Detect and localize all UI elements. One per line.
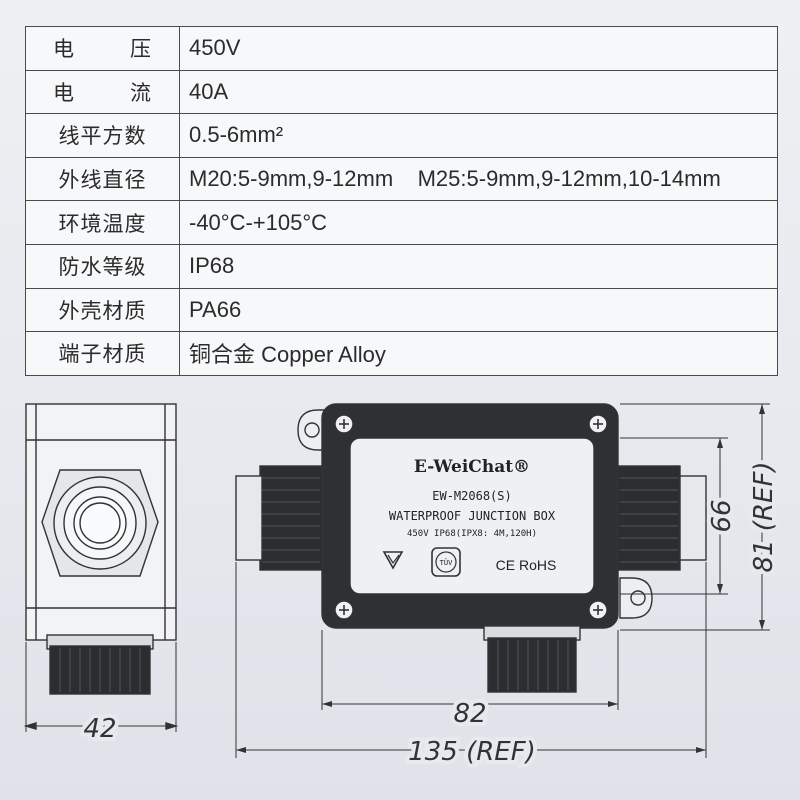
spec-value: 450V (179, 26, 778, 71)
spec-value: PA66 (179, 287, 778, 333)
tuv-mark: TÜV (440, 558, 453, 567)
spec-label-spread: 电流 (26, 77, 179, 107)
spec-label: 电压 (25, 26, 180, 71)
spec-value: IP68 (179, 243, 778, 289)
model-label: EW-M2068(S) (432, 489, 511, 503)
spec-value: -40°C-+105°C (179, 200, 778, 245)
spec-value: 40A (179, 69, 778, 115)
dim-side-width: 42 (83, 714, 116, 744)
spec-label: 防水等级 (25, 243, 180, 289)
product-label: WATERPROOF JUNCTION BOX (389, 509, 556, 523)
spec-label-char: 流 (130, 80, 152, 105)
spec-value: 铜合金 Copper Alloy (179, 331, 778, 376)
ce-rohs-mark: CE RoHS (496, 557, 557, 573)
dim-total-width: 135 (REF) (408, 737, 536, 767)
front-view (235, 403, 707, 693)
dim-inner-width: 82 (453, 699, 486, 729)
spec-label: 电流 (25, 69, 180, 115)
spec-label: 环境温度 (25, 200, 180, 245)
dim-total-height: 81 (REF) (749, 461, 779, 572)
spec-row: 环境温度-40°C-+105°C (25, 200, 778, 245)
spec-label-char: 电 (53, 37, 75, 62)
side-view (23, 403, 179, 732)
brand-label: E-WeiChat® (414, 457, 530, 477)
rating-label: 450V IP68(IPX8: 4M,120H) (407, 529, 537, 539)
dim-inner-height: 66 (707, 499, 737, 532)
spec-label: 端子材质 (25, 331, 180, 376)
technical-drawing: 42 (23, 403, 783, 771)
spec-row: 端子材质铜合金 Copper Alloy (25, 331, 778, 376)
spec-label-char: 电 (53, 80, 75, 105)
spec-label: 线平方数 (25, 113, 180, 158)
spec-label-spread: 电压 (26, 33, 179, 63)
spec-label-char: 压 (130, 37, 152, 62)
spec-value: 0.5-6mm² (179, 113, 778, 158)
spec-value: M20:5-9mm,9-12mm M25:5-9mm,9-12mm,10-14m… (179, 156, 778, 202)
dimension-lines (235, 403, 770, 758)
spec-label: 外线直径 (25, 156, 180, 202)
spec-label: 外壳材质 (25, 287, 180, 333)
